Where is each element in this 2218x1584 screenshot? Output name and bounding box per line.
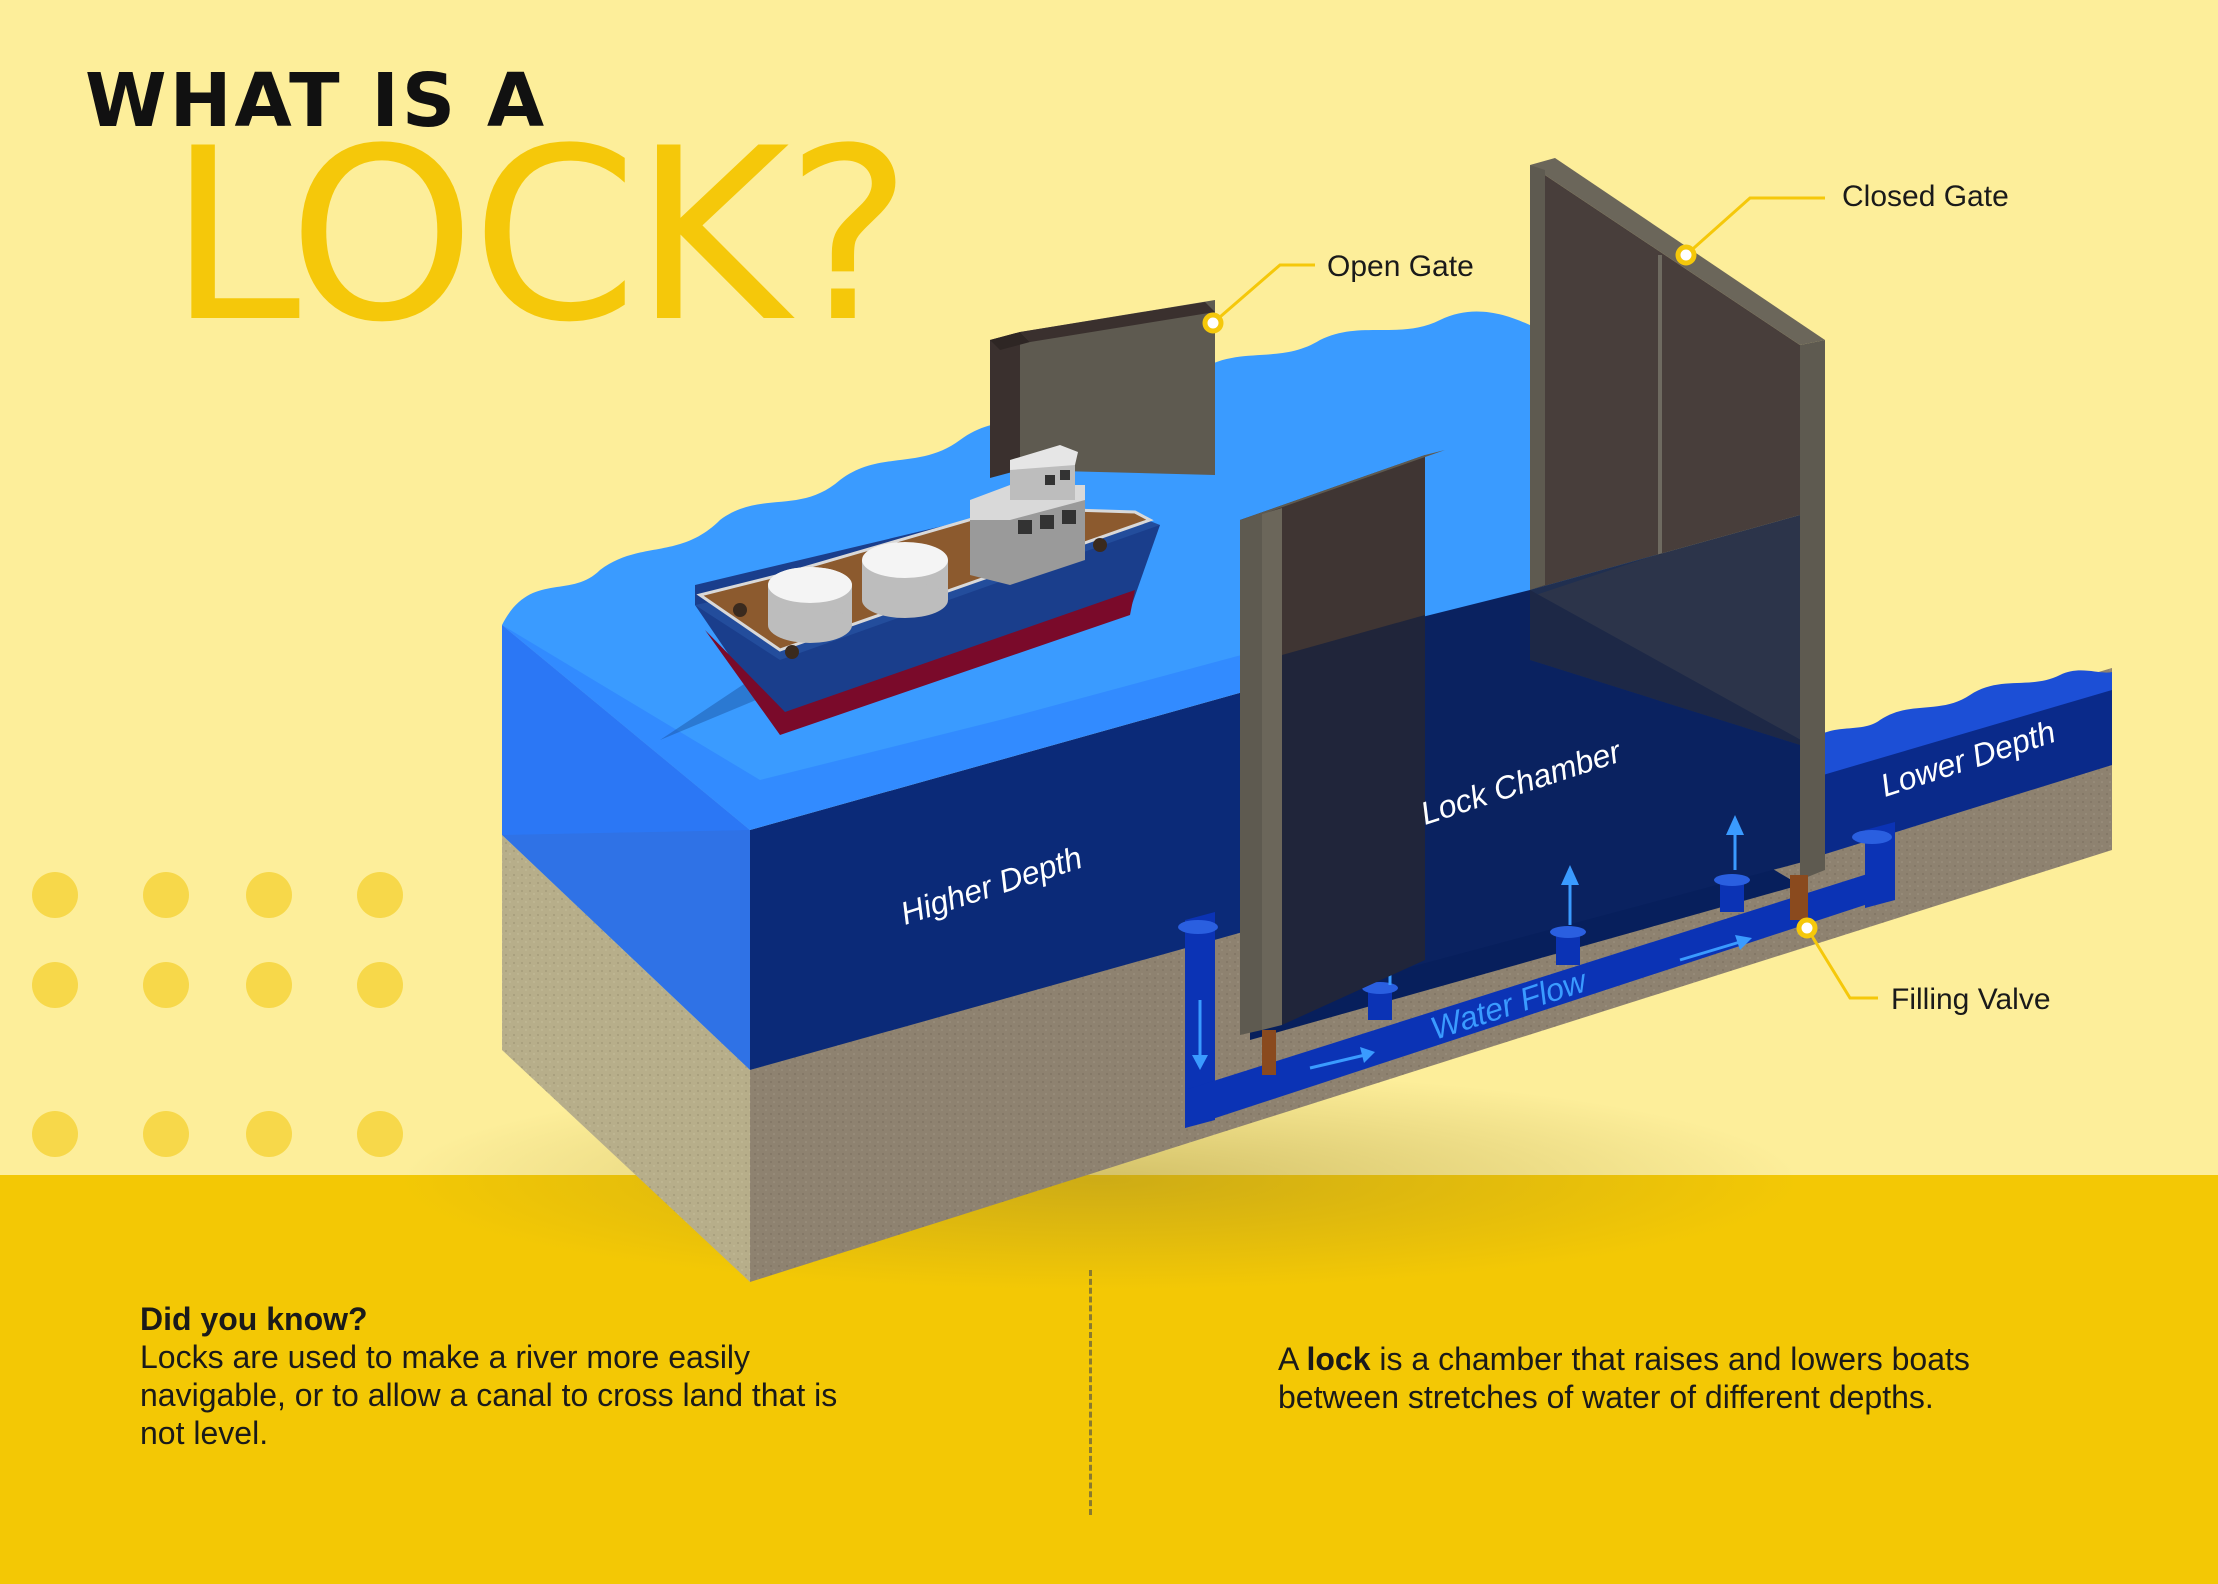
label-open-gate: Open Gate — [1327, 250, 1474, 283]
middle-gate — [1240, 450, 1445, 1075]
did-you-know-block: Did you know? Locks are used to make a r… — [140, 1300, 840, 1452]
fact-body: Locks are used to make a river more easi… — [140, 1339, 838, 1451]
decorative-dots — [32, 872, 403, 1157]
ship — [660, 445, 1160, 740]
callout-lines — [1212, 196, 1878, 1000]
section-divider — [1089, 1270, 1092, 1515]
title-line-2: LOCK? — [168, 98, 912, 375]
valve-post — [1790, 875, 1808, 920]
definition-block: A lock is a chamber that raises and lowe… — [1278, 1340, 2038, 1416]
fact-heading: Did you know? — [140, 1301, 368, 1337]
open-gate — [990, 300, 1215, 478]
label-filling-valve: Filling Valve — [1891, 983, 2051, 1016]
title-line-1: WHAT IS A — [85, 58, 548, 144]
definition-prefix: A — [1278, 1341, 1307, 1377]
definition-body: is a chamber that raises and lowers boat… — [1278, 1341, 1970, 1415]
lower-depth-water — [1806, 670, 2112, 860]
callout-labels: Open Gate Closed Gate Filling Valve — [1327, 180, 2051, 1016]
callout-dots — [1202, 244, 1818, 939]
definition-term: lock — [1306, 1341, 1371, 1377]
label-closed-gate: Closed Gate — [1842, 180, 2009, 213]
